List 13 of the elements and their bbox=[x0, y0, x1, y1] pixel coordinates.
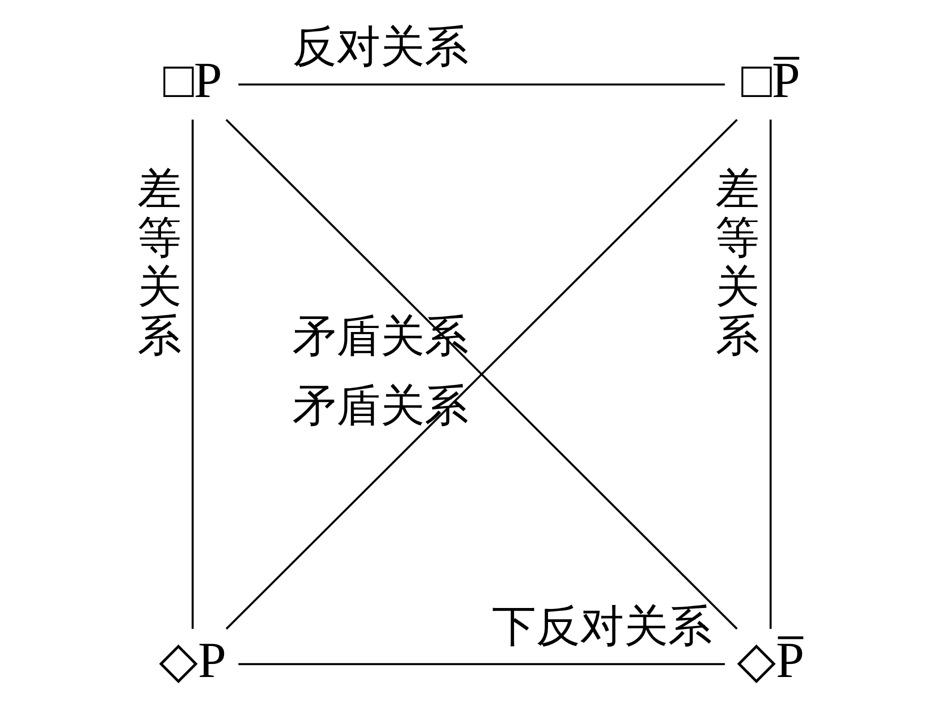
edge-label: 差等关系 bbox=[137, 164, 182, 360]
node-text: ◇P̅ bbox=[736, 632, 804, 688]
node-text: □P̅ bbox=[740, 52, 800, 108]
node-text: □P bbox=[162, 52, 222, 108]
edge-label: 差等关系 bbox=[715, 164, 760, 360]
connector bbox=[238, 84, 724, 86]
edge-label: 下反对关系 bbox=[491, 602, 712, 651]
node-text: ◇P bbox=[158, 632, 226, 688]
connector bbox=[191, 120, 194, 629]
connector bbox=[238, 663, 724, 666]
edge-label: 反对关系 bbox=[292, 22, 468, 72]
connector bbox=[225, 118, 738, 630]
connector bbox=[769, 120, 772, 629]
